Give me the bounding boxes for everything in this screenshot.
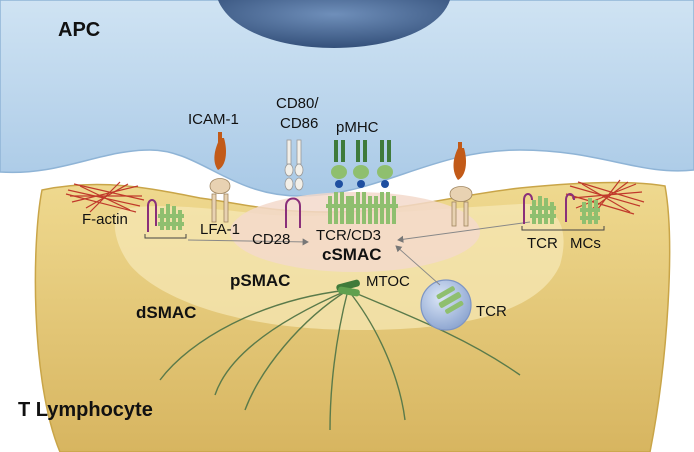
tcr-mcs-tcr-label: TCR (527, 235, 558, 252)
pmhc-tcr-cd3-complexes (326, 140, 398, 224)
tcr-mcs-mcs-label: MCs (570, 235, 601, 252)
t-lymphocyte-label: T Lymphocyte (18, 399, 153, 421)
apc-label: APC (58, 19, 101, 41)
csmac-zone (230, 192, 480, 272)
f-actin-mesh-right (565, 179, 645, 215)
f-actin-label: F-actin (82, 211, 128, 228)
cd80-label: CD80/ (276, 95, 319, 112)
cd28-label: CD28 (252, 231, 291, 248)
icam1-lfa1-left (209, 132, 231, 223)
mtoc-label: MTOC (366, 273, 410, 290)
dsmac-label: dSMAC (136, 303, 197, 322)
transport-arrows (187, 221, 531, 286)
tcr-microcluster-right (521, 193, 605, 231)
cd80-cd86-cd28 (284, 139, 304, 228)
tcr-microcluster-left (144, 199, 187, 239)
microtubules (159, 289, 521, 431)
icam1-label: ICAM-1 (188, 111, 239, 128)
psmac-label: pSMAC (230, 271, 291, 290)
tcr-cd3-label: TCR/CD3 (316, 227, 382, 244)
cd86-label: CD86 (280, 115, 319, 132)
apc-nucleus (218, 0, 450, 48)
mtoc-icon (336, 279, 360, 297)
csmac-label: cSMAC (322, 245, 382, 264)
tcr-vesicle-label: TCR (476, 303, 507, 320)
icam1-lfa1-right (449, 142, 473, 227)
lfa1-label: LFA-1 (200, 221, 241, 238)
pmhc-label: pMHC (336, 119, 379, 136)
f-actin-mesh-left (65, 181, 145, 213)
tcr-vesicle-icon (420, 279, 472, 331)
